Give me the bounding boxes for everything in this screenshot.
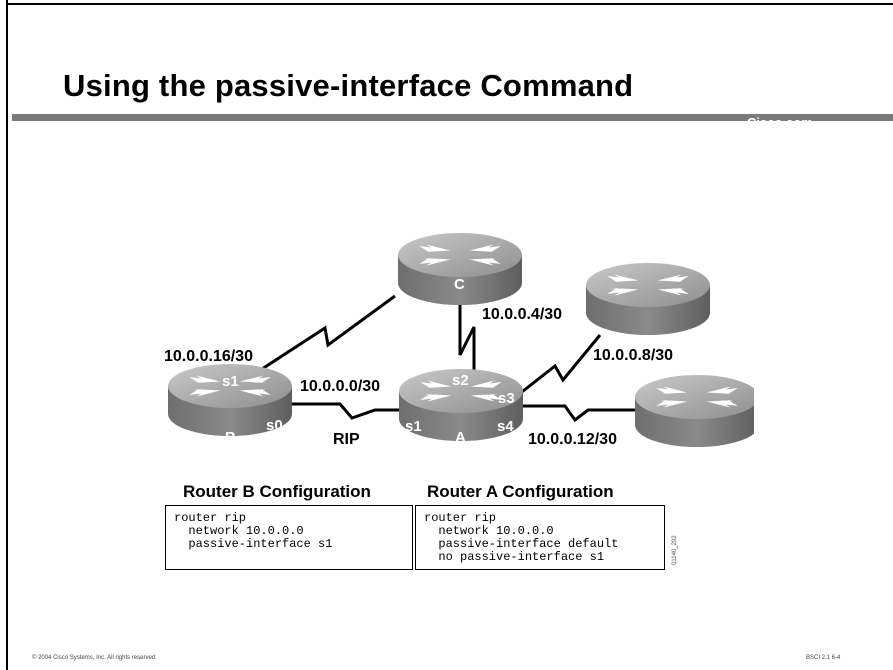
slide-frame-left: [6, 0, 8, 670]
iface-b-s1: s1: [222, 373, 239, 390]
link-b-c: [244, 294, 396, 382]
brand-label: Cisco.com: [747, 115, 813, 130]
iface-a-s2: s2: [452, 372, 469, 389]
router-a-config-line: router rip: [424, 511, 497, 525]
router-a-config-line: no passive-interface s1: [424, 550, 605, 564]
router-a-config-line: network 10.0.0.0: [424, 524, 554, 538]
subnet-b-c: 10.0.0.16/30: [164, 348, 253, 365]
footer-copyright: © 2004 Cisco Systems, Inc. All rights re…: [32, 655, 157, 661]
router-b-config-line: network 10.0.0.0: [174, 524, 304, 538]
link-b-a: [290, 402, 402, 420]
footer-course-id: BSCI 2.1 6-4: [806, 655, 841, 661]
slide-frame-top: [6, 3, 893, 5]
router-c-label: C: [454, 276, 465, 293]
router-b-config-heading: Router B Configuration: [183, 482, 371, 501]
iface-a-s4: s4: [497, 418, 514, 435]
iface-b-s0: s0: [266, 417, 283, 434]
title-bar: [12, 114, 893, 121]
diagram-clip: [754, 360, 893, 450]
subnet-b-a: 10.0.0.0/30: [300, 378, 380, 395]
link-a-right: [520, 404, 636, 423]
iface-a-s3: s3: [498, 390, 515, 407]
router-a-config-box: router rip network 10.0.0.0 passive-inte…: [415, 505, 665, 570]
router-a-config-heading: Router A Configuration: [427, 482, 614, 501]
subnet-a-right: 10.0.0.12/30: [528, 431, 617, 448]
link-c-a: [458, 305, 476, 378]
page-title: Using the passive-interface Command: [63, 68, 634, 103]
subnet-c-a: 10.0.0.4/30: [482, 306, 562, 323]
router-c: [398, 233, 522, 305]
router-a-config-line: passive-interface default: [424, 537, 619, 551]
protocol-label: RIP: [333, 431, 360, 448]
router-b-config-line: router rip: [174, 511, 247, 525]
router-right: [635, 375, 759, 447]
subnet-a-top-right: 10.0.0.8/30: [593, 347, 673, 364]
router-a: [399, 369, 523, 441]
router-b-label: B: [225, 429, 236, 446]
link-a-top-right: [517, 334, 602, 397]
router-b-config-line: passive-interface s1: [174, 537, 333, 551]
iface-a-s1: s1: [405, 418, 422, 435]
router-b: [168, 364, 292, 436]
figure-id: 01140_292: [672, 535, 678, 565]
router-b-config-box: router rip network 10.0.0.0 passive-inte…: [165, 505, 413, 570]
router-a-label: A: [455, 429, 466, 446]
router-top-right: [586, 263, 710, 335]
